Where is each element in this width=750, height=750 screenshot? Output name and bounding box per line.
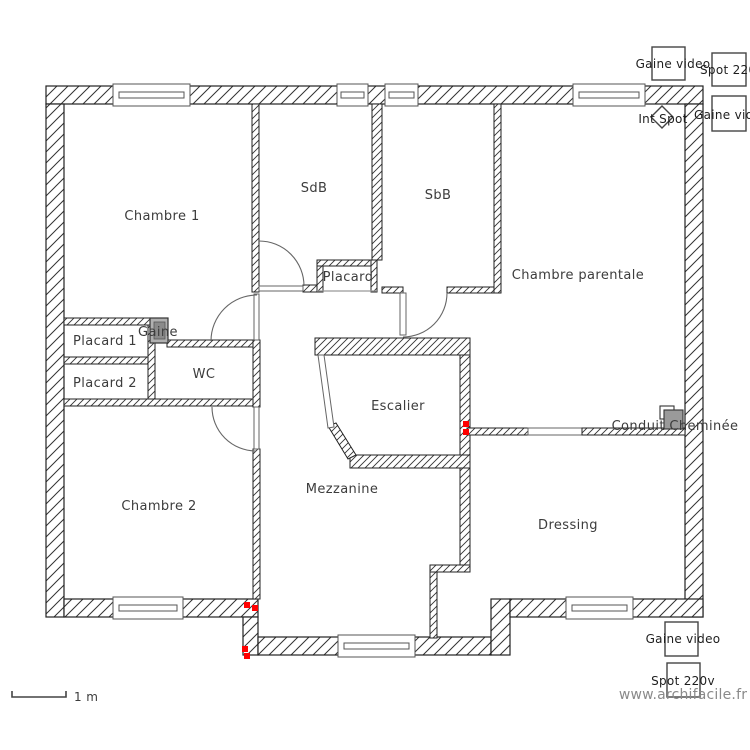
spot-220v-box-bottom[interactable] — [666, 662, 701, 698]
room-label-chambre2[interactable]: Chambre 2 — [121, 499, 196, 514]
door-arc-chambre1 — [210, 294, 258, 342]
room-label-mezzanine[interactable]: Mezzanine — [306, 482, 379, 497]
int-spot-diamond[interactable] — [650, 105, 674, 129]
gaine-video-box-right[interactable] — [711, 95, 747, 132]
room-label-escalier[interactable]: Escalier — [371, 399, 425, 414]
windows[interactable] — [112, 83, 646, 658]
door-leaf-sdb[interactable] — [258, 285, 304, 292]
window-sdb-top[interactable] — [336, 83, 369, 107]
label-gaine-video-bottom[interactable]: Gaine video — [646, 632, 721, 646]
door-arc-chambre2 — [211, 406, 257, 452]
room-label-placard1[interactable]: Placard 1 — [73, 334, 137, 349]
room-label-dressing[interactable]: Dressing — [538, 518, 598, 533]
room-labels: Chambre 1 SdB SbB Chambre parentale Plac… — [73, 181, 738, 533]
electrical-symbols[interactable] — [650, 46, 747, 698]
door-leaf-chambre2[interactable] — [253, 406, 260, 450]
room-label-sdb[interactable]: SdB — [301, 181, 328, 196]
spot-220v-box-top[interactable] — [711, 52, 747, 87]
room-label-conduit-cheminee[interactable]: Conduit Cheminée — [612, 419, 739, 434]
window-sbb-top[interactable] — [384, 83, 419, 107]
window-entrance-bottom[interactable] — [337, 634, 416, 658]
window-chambre2-bottom[interactable] — [112, 596, 184, 620]
conduit-cheminee-symbol[interactable] — [659, 405, 684, 430]
interior-walls[interactable] — [63, 103, 686, 639]
room-label-sbb[interactable]: SbB — [425, 188, 452, 203]
label-gaine-video-top[interactable]: Gaine video — [636, 57, 711, 71]
label-spot-220v-top[interactable]: Spot 220v — [700, 63, 750, 77]
gaine-video-box-bottom[interactable] — [664, 621, 699, 657]
room-label-chambre1[interactable]: Chambre 1 — [124, 209, 199, 224]
label-int-spot[interactable]: Int Spot — [638, 112, 687, 126]
scale-label: 1 m — [74, 690, 98, 704]
door-leaf-sbb[interactable] — [399, 292, 407, 336]
room-label-gaine[interactable]: Gaine — [138, 325, 178, 340]
doors[interactable] — [210, 240, 448, 452]
door-arc-sdb — [258, 240, 305, 287]
room-label-placard2[interactable]: Placard 2 — [73, 376, 137, 391]
room-label-chambre-parentale[interactable]: Chambre parentale — [512, 268, 644, 283]
gaine-video-box-top[interactable] — [651, 46, 686, 81]
annotation-labels: Gaine video Spot 220v Int Spot Gaine vid… — [74, 57, 750, 704]
gaine-duct-symbol[interactable] — [149, 317, 169, 344]
window-dressing-bottom[interactable] — [565, 596, 634, 620]
red-markers[interactable] — [242, 421, 469, 659]
watermark: www.archifacile.fr — [619, 687, 747, 703]
window-parentale-top[interactable] — [572, 83, 646, 107]
room-label-placard[interactable]: Placard — [323, 270, 374, 285]
scale-bar — [11, 691, 67, 698]
door-leaf-chambre1[interactable] — [253, 293, 260, 341]
window-chambre1-top[interactable] — [112, 83, 191, 107]
label-gaine-video-right[interactable]: Gaine video — [694, 108, 750, 122]
room-label-wc[interactable]: WC — [193, 367, 216, 382]
label-spot-220v-bottom[interactable]: Spot 220v — [651, 674, 715, 688]
door-arc-sbb — [402, 292, 448, 338]
